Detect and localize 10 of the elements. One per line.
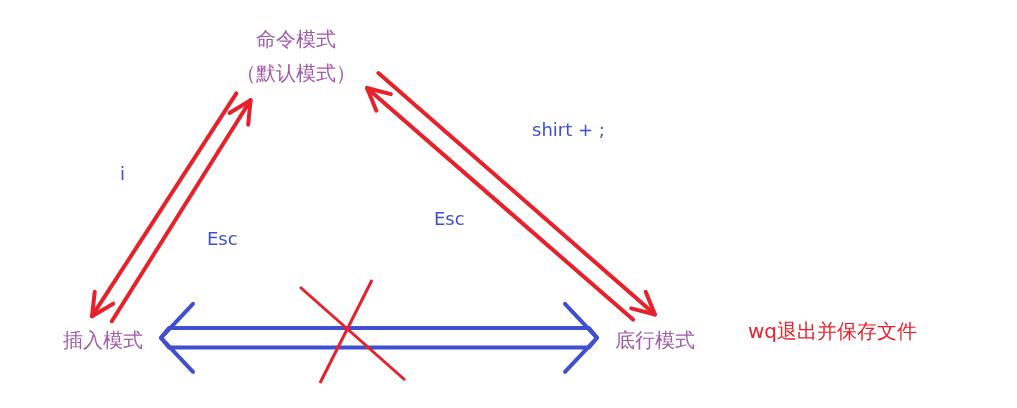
arrow — [90, 91, 239, 319]
mode-label: 命令模式 — [255, 26, 337, 53]
arrow — [376, 71, 657, 317]
arrow — [365, 85, 635, 322]
mode-label: 插入模式 — [62, 327, 144, 354]
double-arrow — [159, 301, 599, 374]
mode-label: （默认模式） — [235, 60, 357, 87]
mode-label: 底行模式 — [614, 327, 696, 354]
note-text: wq退出并保存文件 — [748, 318, 919, 345]
arrow — [109, 98, 253, 324]
